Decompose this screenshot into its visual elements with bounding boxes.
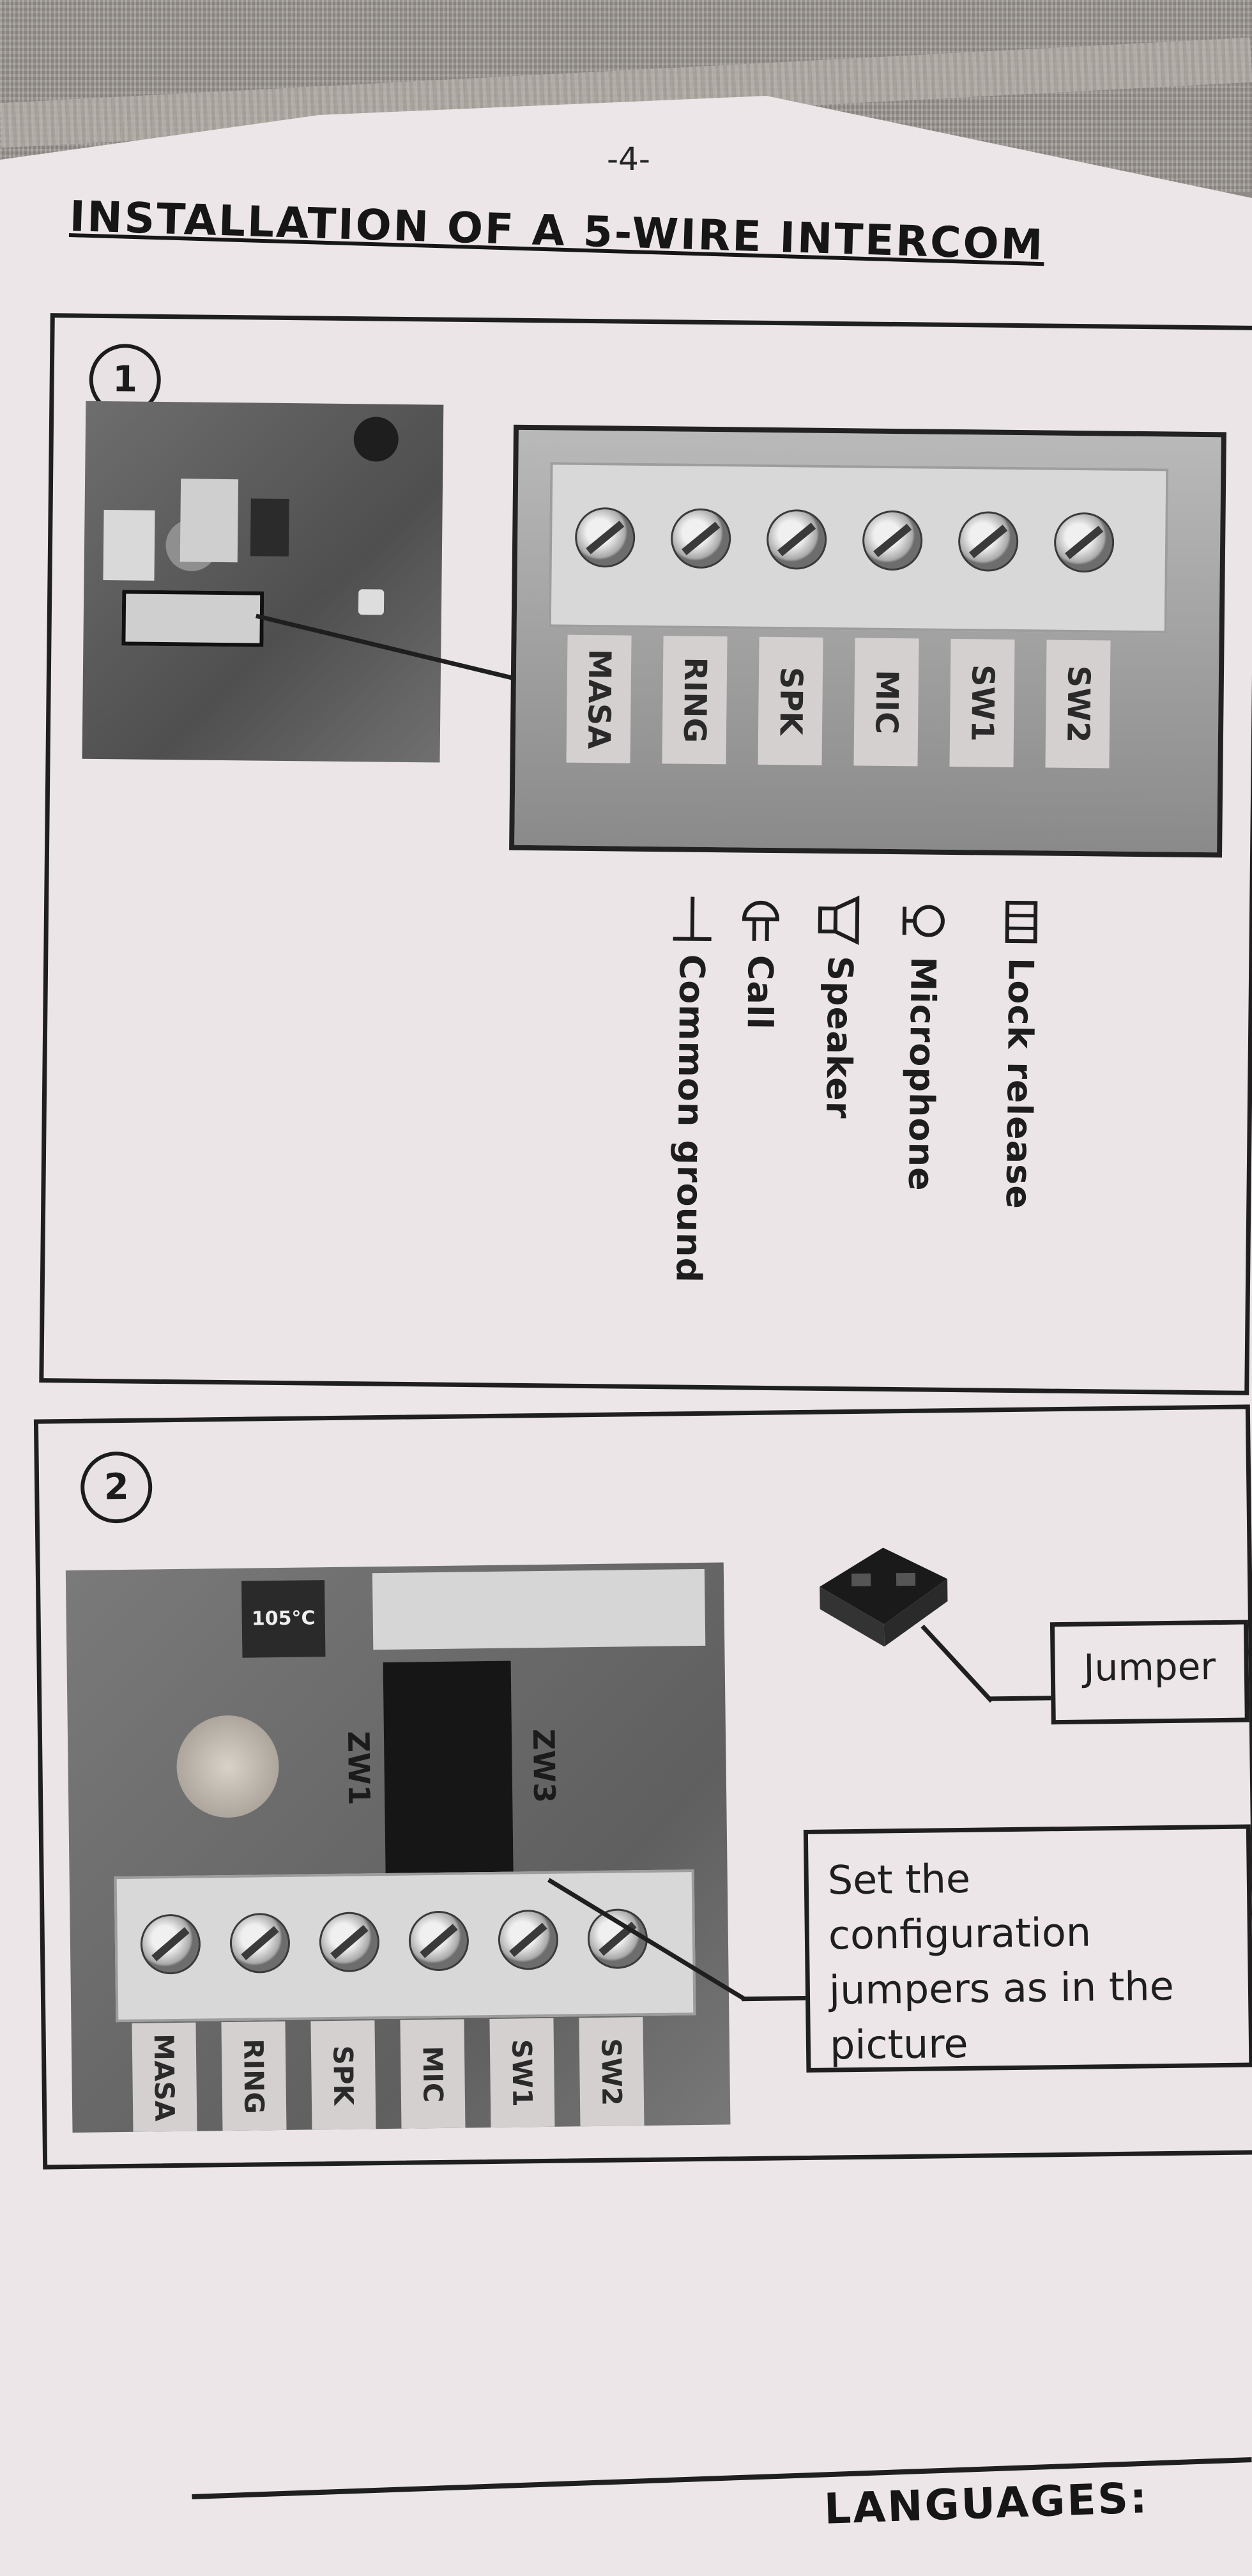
relay	[179, 479, 239, 563]
step1-panel: 1 MASA RING SPK MIC SW1 SW2 Lock release	[39, 313, 1252, 1395]
legend-lock-release: Lock release	[978, 896, 1062, 1209]
terminal-label: SPK	[310, 2020, 376, 2130]
legend-label: Lock release	[998, 957, 1041, 1210]
legend-label: Common ground	[668, 954, 712, 1284]
terminal-highlight	[121, 590, 264, 647]
legend-call: Call	[734, 893, 786, 1030]
microphone-icon	[902, 905, 945, 937]
step2-number: 2	[80, 1451, 153, 1524]
mounting-screw	[176, 1715, 280, 1818]
capacitor: 105°C	[241, 1580, 326, 1658]
pcb-button	[358, 589, 385, 615]
jumper-callout: Jumper	[1050, 1620, 1249, 1725]
page-number: -4-	[607, 141, 650, 178]
terminal-screw	[862, 510, 923, 571]
pcb-overview-photo	[82, 401, 444, 763]
terminal-label: MASA	[132, 2022, 197, 2132]
ground-icon	[673, 896, 712, 942]
jumper-callout-line	[990, 1696, 1055, 1701]
header-connector	[372, 1568, 706, 1650]
jumper-block	[383, 1660, 514, 1873]
jumper-illustration	[820, 1547, 948, 1647]
terminal-label: SW2	[579, 2017, 645, 2127]
terminal-label: SW2	[1045, 640, 1111, 769]
terminal-label: MIC	[400, 2019, 466, 2129]
terminal-label: SPK	[758, 636, 823, 765]
terminal-screw	[766, 509, 827, 570]
terminal-closeup-photo: MASA RING SPK MIC SW1 SW2	[509, 424, 1226, 858]
terminal-label: RING	[662, 636, 728, 765]
terminal-screw	[670, 508, 731, 569]
jumper-board-photo: 105°C ZW1 ZW3 MASA RING SPK MIC SW1 SW2	[65, 1562, 731, 2133]
legend-label: Microphone	[900, 956, 943, 1192]
terminal-label: MIC	[853, 638, 919, 767]
legend-speaker: Speaker	[813, 894, 867, 1119]
step2-panel: 2 105°C ZW1 ZW3 MASA RING SPK MIC SW1 SW…	[33, 1404, 1252, 2170]
legend-label: Call	[739, 954, 781, 1031]
legend-common-ground: Common ground	[648, 893, 733, 1284]
terminal-label: RING	[221, 2021, 287, 2131]
speaker-icon	[818, 895, 860, 946]
terminal-screw	[1053, 512, 1115, 573]
instruction-callout: Set the configuration jumpers as in the …	[803, 1824, 1252, 2073]
legend-label: Speaker	[818, 955, 860, 1119]
jumper-label: ZW1	[340, 1731, 377, 1805]
lock-release-icon	[1005, 900, 1038, 944]
terminal-screw	[958, 511, 1019, 572]
jumper-label: ZW3	[526, 1728, 562, 1804]
terminal-label: MASA	[566, 634, 632, 763]
terminal-screw	[574, 507, 636, 568]
terminal-label: SW1	[489, 2018, 555, 2128]
legend-microphone: Microphone	[895, 895, 949, 1192]
pcb-chip	[250, 498, 289, 557]
terminal-label: SW1	[949, 638, 1015, 767]
instruction-callout-line	[742, 1995, 806, 2002]
buzzer	[353, 417, 399, 462]
pcb-component	[103, 510, 155, 581]
bell-icon	[742, 900, 779, 941]
